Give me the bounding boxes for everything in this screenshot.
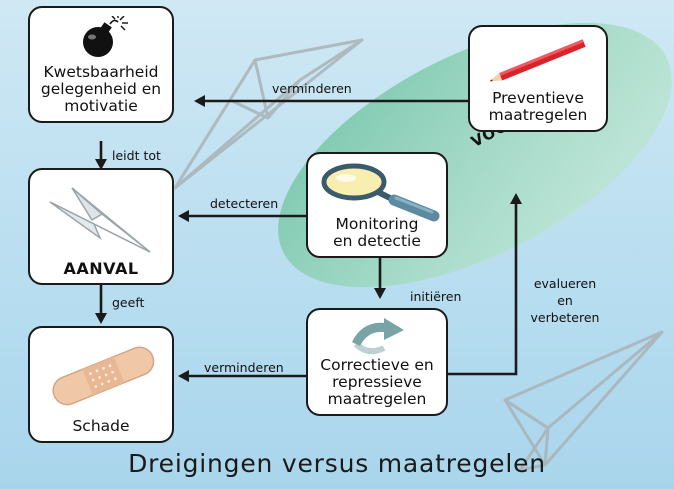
- paper-plane-decoration-top: [173, 38, 364, 190]
- node-correctieve-label: Correctieve en repressieve maatregelen: [320, 357, 433, 414]
- node-schade-label: Schade: [72, 417, 130, 435]
- label-line: maatregelen: [488, 106, 588, 124]
- paper-plane-decoration-bottom: [503, 330, 664, 472]
- diagram-title: Dreigingen versus maatregelen: [128, 449, 546, 478]
- bomb-icon: [83, 16, 128, 57]
- label-line: gelegenheid en: [40, 80, 162, 98]
- label-line: verbeteren: [530, 310, 600, 325]
- edge-label-geeft: geeft: [112, 295, 145, 310]
- label-line: repressieve: [332, 373, 422, 391]
- node-monitoring-label: Monitoring en detectie: [333, 216, 421, 256]
- label-line: Preventieve: [492, 89, 584, 107]
- label-line: Monitoring: [335, 215, 419, 233]
- bandage-icon: [52, 346, 155, 406]
- paper-plane-icon: [49, 187, 151, 253]
- edge-label-initieren: initiëren: [410, 289, 462, 304]
- node-aanval: AANVAL: [28, 168, 174, 285]
- node-kwetsbaarheid: Kwetsbaarheid gelegenheid en motivatie: [28, 6, 174, 123]
- label-line: motivatie: [64, 97, 138, 115]
- node-schade: Schade: [28, 326, 174, 443]
- pencil-icon: [489, 39, 586, 82]
- node-kwetsbaarheid-label: Kwetsbaarheid gelegenheid en motivatie: [41, 64, 161, 121]
- node-aanval-label: AANVAL: [63, 259, 139, 278]
- node-preventieve: Preventieve maatregelen: [468, 25, 608, 132]
- label-line: Correctieve en: [320, 356, 434, 374]
- node-preventieve-label: Preventieve maatregelen: [489, 90, 588, 130]
- label-line: en: [557, 293, 573, 308]
- label-line: evalueren: [533, 276, 597, 291]
- label-line: Kwetsbaarheid: [43, 63, 159, 81]
- magnifying-glass-icon: [321, 163, 440, 222]
- arrows: [99, 99, 518, 378]
- edge-label-evalueren: evalueren en verbeteren: [524, 275, 606, 326]
- label-line: maatregelen: [327, 390, 427, 408]
- node-correctieve: Correctieve en repressieve maatregelen: [306, 308, 448, 416]
- arrowheads: [95, 95, 522, 382]
- edge-label-detecteren: detecteren: [210, 196, 279, 211]
- circular-arrow-icon: [351, 318, 404, 355]
- edge-label-verminderen-top: verminderen: [272, 81, 352, 96]
- label-line: en detectie: [333, 232, 421, 250]
- edge-label-leidt-tot: leidt tot: [112, 148, 161, 163]
- node-monitoring: Monitoring en detectie: [306, 152, 448, 258]
- edge-label-verminderen-bottom: verminderen: [204, 360, 284, 375]
